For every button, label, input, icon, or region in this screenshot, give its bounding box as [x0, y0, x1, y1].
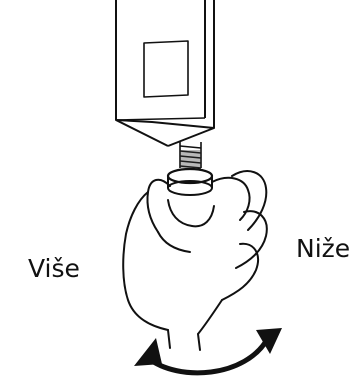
label-lower: Niže — [296, 234, 351, 263]
hand — [122, 170, 268, 351]
threaded-foot — [166, 142, 214, 196]
label-raise: Više — [28, 254, 80, 283]
rotation-arrow-icon — [134, 328, 282, 376]
appliance-body — [115, 0, 215, 147]
